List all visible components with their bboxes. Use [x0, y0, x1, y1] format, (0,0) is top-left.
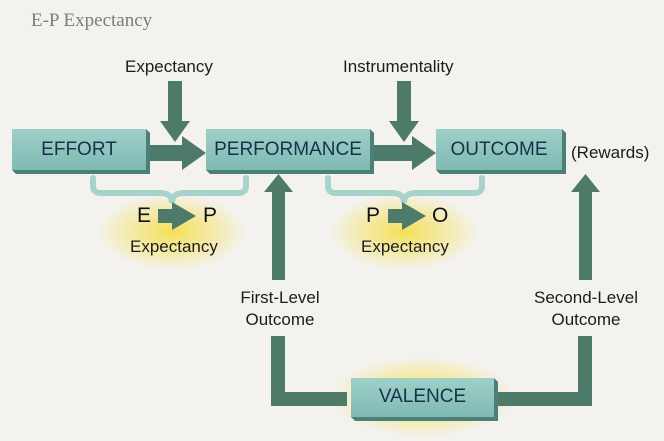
po-glow: [330, 194, 478, 270]
effort-box: [12, 129, 150, 174]
first-level-line2: Outcome: [245, 310, 315, 329]
first-level-line: [271, 336, 347, 406]
po-to-letter: O: [432, 204, 449, 227]
ep-glow: [98, 194, 246, 270]
instrumentality-label: Instrumentality: [343, 57, 454, 76]
po-expectancy-label: Expectancy: [361, 237, 449, 256]
performance-label: PERFORMANCE: [214, 139, 362, 160]
outcome-box: [436, 129, 566, 174]
instrumentality-down-arrow: [389, 81, 419, 142]
valence-label: VALENCE: [378, 386, 467, 407]
second-level-label: Second-Level Outcome: [531, 287, 641, 331]
first-level-line1: First-Level: [240, 288, 320, 307]
ep-to-letter: P: [203, 204, 218, 227]
second-level-line1: Second-Level: [534, 288, 638, 307]
second-level-line2: Outcome: [551, 310, 621, 329]
outcome-label: OUTCOME: [450, 139, 548, 160]
page-title: E-P Expectancy: [31, 10, 153, 31]
first-level-arrow: [264, 174, 293, 280]
second-level-line: [498, 336, 592, 406]
po-from-letter: P: [366, 204, 381, 227]
first-level-label: First-Level Outcome: [232, 287, 328, 331]
ep-bracket: [90, 175, 249, 204]
ep-expectancy-label: Expectancy: [130, 237, 218, 256]
ep-small-arrow: [158, 202, 196, 230]
second-level-arrow: [571, 174, 600, 280]
ep-from-letter: E: [137, 204, 152, 227]
performance-box: [206, 129, 374, 174]
po-small-arrow: [388, 202, 426, 230]
performance-to-outcome-arrow: [374, 136, 436, 170]
valence-box: [351, 378, 498, 421]
effort-label: EFFORT: [41, 139, 117, 160]
po-bracket: [325, 175, 485, 204]
expectancy-top-label: Expectancy: [125, 57, 213, 76]
rewards-label: (Rewards): [571, 143, 650, 162]
effort-to-performance-arrow: [146, 136, 206, 170]
expectancy-down-arrow: [160, 81, 190, 142]
